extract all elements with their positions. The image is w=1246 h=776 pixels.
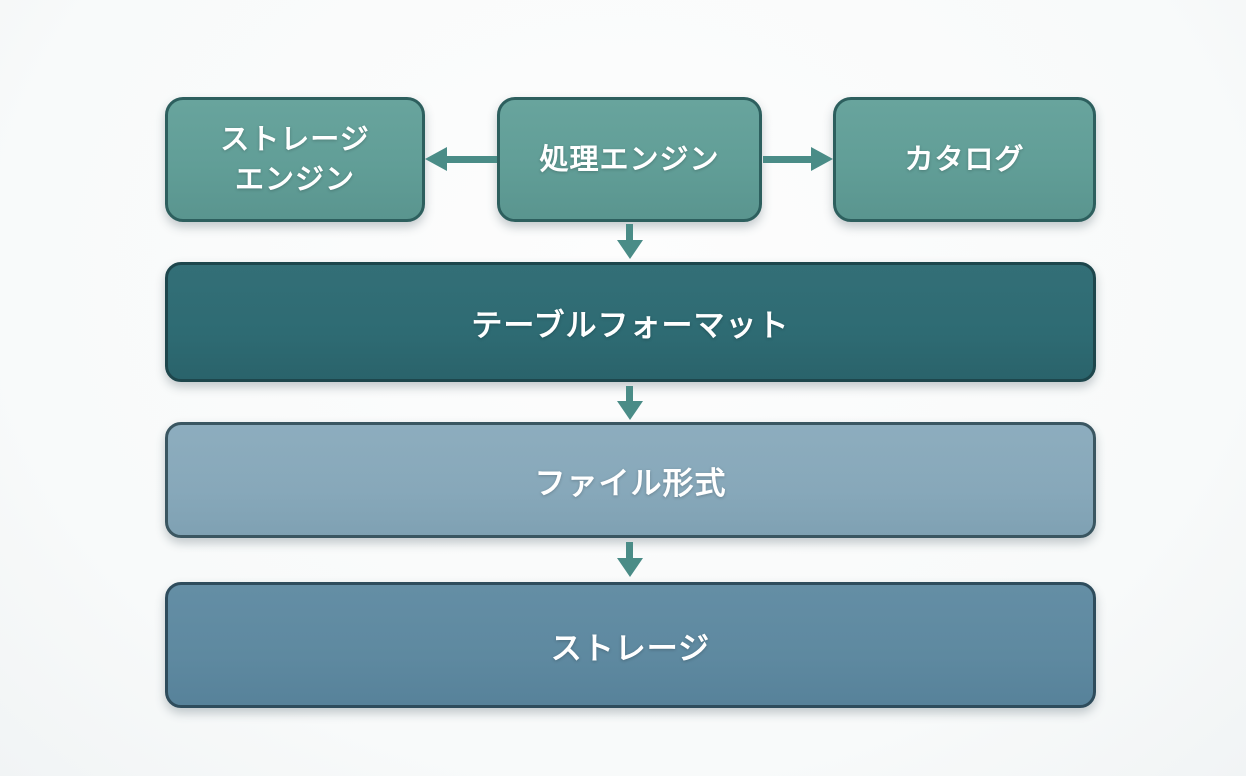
arrow-down-head-icon (617, 240, 643, 259)
arrow-shaft (763, 156, 813, 163)
arrow-down-head-icon (617, 558, 643, 577)
arrow-shaft (626, 386, 633, 403)
node-storage-label: ストレージ (550, 630, 711, 667)
node-file-format-label: ファイル形式 (534, 465, 727, 502)
node-storage: ストレージ (165, 582, 1096, 708)
node-table-format: テーブルフォーマット (165, 262, 1096, 382)
arrow-right-head-icon (811, 147, 833, 171)
node-processing-engine: 処理エンジン (497, 97, 762, 222)
node-storage-engine-label-line2: エンジン (234, 161, 355, 196)
node-file-format: ファイル形式 (165, 422, 1096, 538)
node-catalog-label: カタログ (904, 141, 1025, 176)
node-catalog: カタログ (833, 97, 1096, 222)
arrow-shaft (626, 542, 633, 560)
arrow-down-head-icon (617, 401, 643, 420)
arrow-shaft (445, 156, 497, 163)
node-table-format-label: テーブルフォーマット (471, 307, 790, 344)
node-storage-engine: ストレージ エンジン (165, 97, 425, 222)
arrow-left-head-icon (425, 147, 447, 171)
node-storage-engine-label-line1: ストレージ (220, 122, 370, 157)
arrow-shaft (626, 224, 633, 242)
node-processing-engine-label: 処理エンジン (539, 141, 720, 176)
